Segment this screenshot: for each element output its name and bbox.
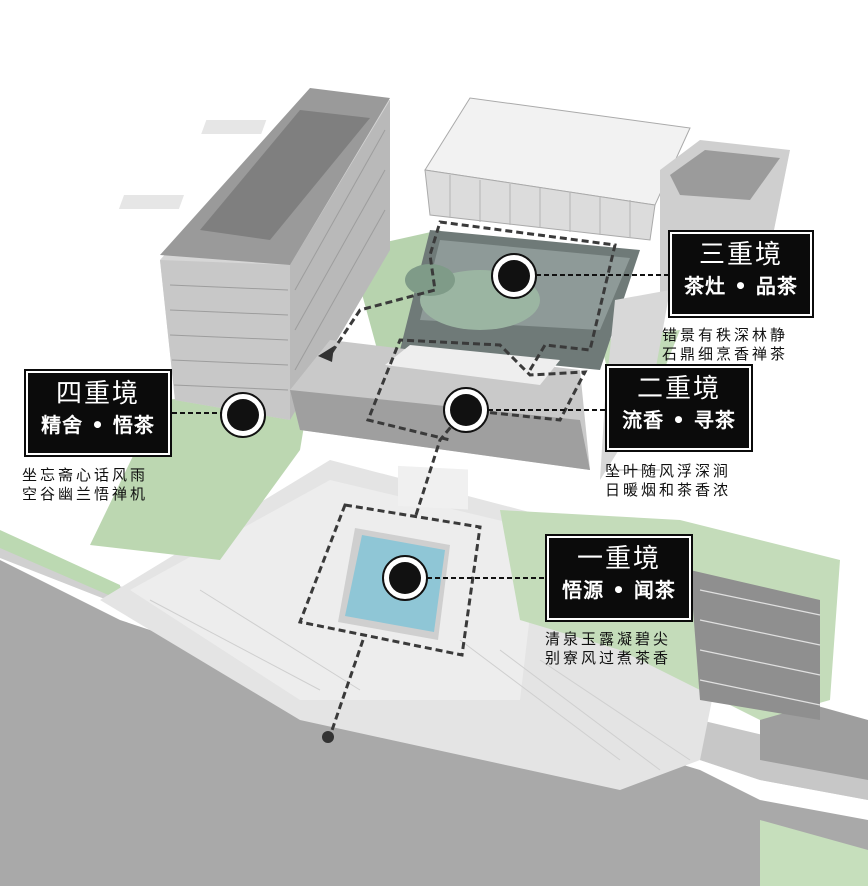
tour-path — [297, 220, 617, 737]
realm-1-title: 一重境 — [576, 544, 661, 574]
realm-3-label: 三重境 茶灶 • 品茶 — [668, 230, 814, 318]
marker-realm-4 — [220, 392, 266, 438]
path-arrow-icon — [318, 346, 334, 362]
realm-2-poem-line-1: 坠叶随风浮深涧 — [605, 462, 732, 480]
realm-3-poem: 错景有秩深林静 石鼎细烹香禅茶 — [662, 326, 788, 364]
marker-realm-3 — [491, 253, 537, 299]
leader-lines — [172, 274, 668, 579]
realm-2-label: 二重境 流香 • 寻茶 — [605, 364, 753, 452]
realm-4-poem-line-1: 坐忘斋心话风雨 — [22, 466, 149, 484]
realm-2-poem: 坠叶随风浮深涧 日暖烟和茶香浓 — [605, 462, 731, 500]
realm-1-poem-line-1: 清泉玉露凝碧尖 — [545, 630, 672, 648]
realm-1-poem-line-2: 别寮风过煮茶香 — [545, 649, 672, 667]
realm-1-poem: 清泉玉露凝碧尖 别寮风过煮茶香 — [545, 630, 671, 668]
realm-2-poem-line-2: 日暖烟和茶香浓 — [605, 481, 732, 499]
realm-3-title: 三重境 — [698, 240, 783, 270]
realm-3-poem-line-1: 错景有秩深林静 — [662, 326, 789, 344]
realm-3-poem-line-2: 石鼎细烹香禅茶 — [662, 345, 789, 363]
marker-realm-1 — [382, 555, 428, 601]
realm-1-subtitle: 悟源 • 闻茶 — [562, 578, 676, 602]
realm-2-subtitle: 流香 • 寻茶 — [622, 408, 736, 432]
realm-2-title: 二重境 — [636, 374, 721, 404]
realm-1-label: 一重境 悟源 • 闻茶 — [545, 534, 693, 622]
marker-realm-2 — [443, 387, 489, 433]
path-start-dot — [322, 731, 334, 743]
realm-4-poem: 坐忘斋心话风雨 空谷幽兰悟禅机 — [22, 466, 148, 504]
rear-building — [424, 97, 691, 241]
realm-3-subtitle: 茶灶 • 品茶 — [684, 274, 798, 298]
realm-4-poem-line-2: 空谷幽兰悟禅机 — [22, 485, 149, 503]
realm-4-title: 四重境 — [55, 379, 140, 409]
parking — [690, 570, 821, 720]
gate-building — [290, 340, 590, 510]
realm-4-subtitle: 精舍 • 悟茶 — [41, 413, 155, 437]
left-building — [118, 88, 390, 420]
realm-4-label: 四重境 精舍 • 悟茶 — [24, 369, 172, 457]
